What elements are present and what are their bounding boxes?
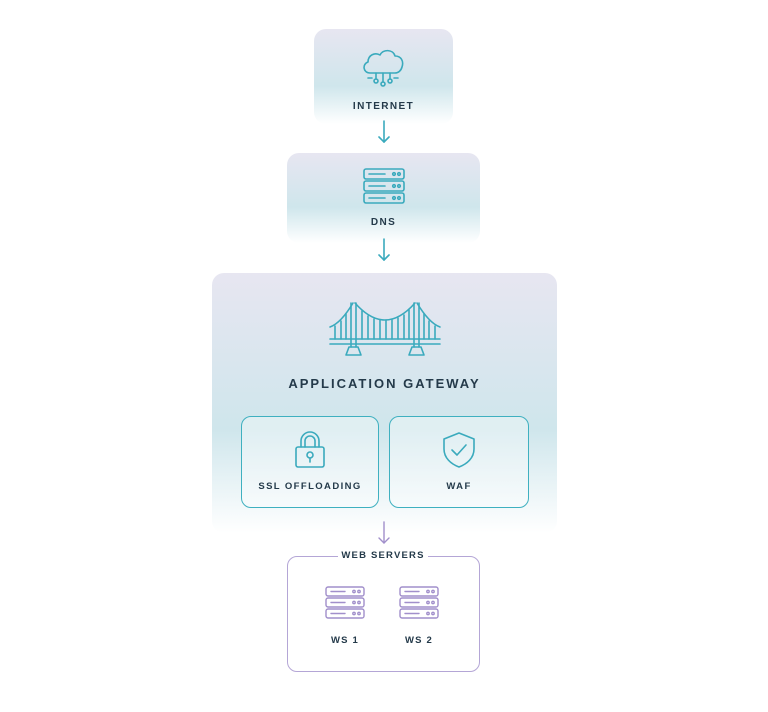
application-gateway-label: APPLICATION GATEWAY [288,376,481,391]
internet-label: INTERNET [352,101,415,112]
arrow-down-icon [378,120,390,143]
ws1-label: WS 1 [330,635,360,646]
dns-node: DNS [287,153,480,243]
server-rack-icon [399,586,439,619]
waf-module: WAF [389,416,529,508]
waf-label: WAF [446,481,472,492]
arrow-down-icon [378,238,390,261]
web-servers-group: WEB SERVERS WS 1 WS 2 [287,550,480,672]
padlock-icon [295,431,325,468]
ws2-label: WS 2 [404,635,434,646]
dns-label: DNS [370,217,397,228]
cloud-network-icon [363,49,404,87]
ssl-offloading-label: SSL OFFLOADING [258,481,362,492]
application-gateway-node: APPLICATION GATEWAY SSL OFFLOADING WAF [212,273,557,533]
server-rack-icon [325,586,365,619]
bridge-icon [329,302,441,356]
server-rack-icon [363,168,405,204]
ssl-offloading-module: SSL OFFLOADING [241,416,379,508]
arrow-down-icon [378,521,390,544]
web-servers-label: WEB SERVERS [338,550,428,561]
internet-node: INTERNET [314,29,453,124]
shield-check-icon [443,432,475,468]
